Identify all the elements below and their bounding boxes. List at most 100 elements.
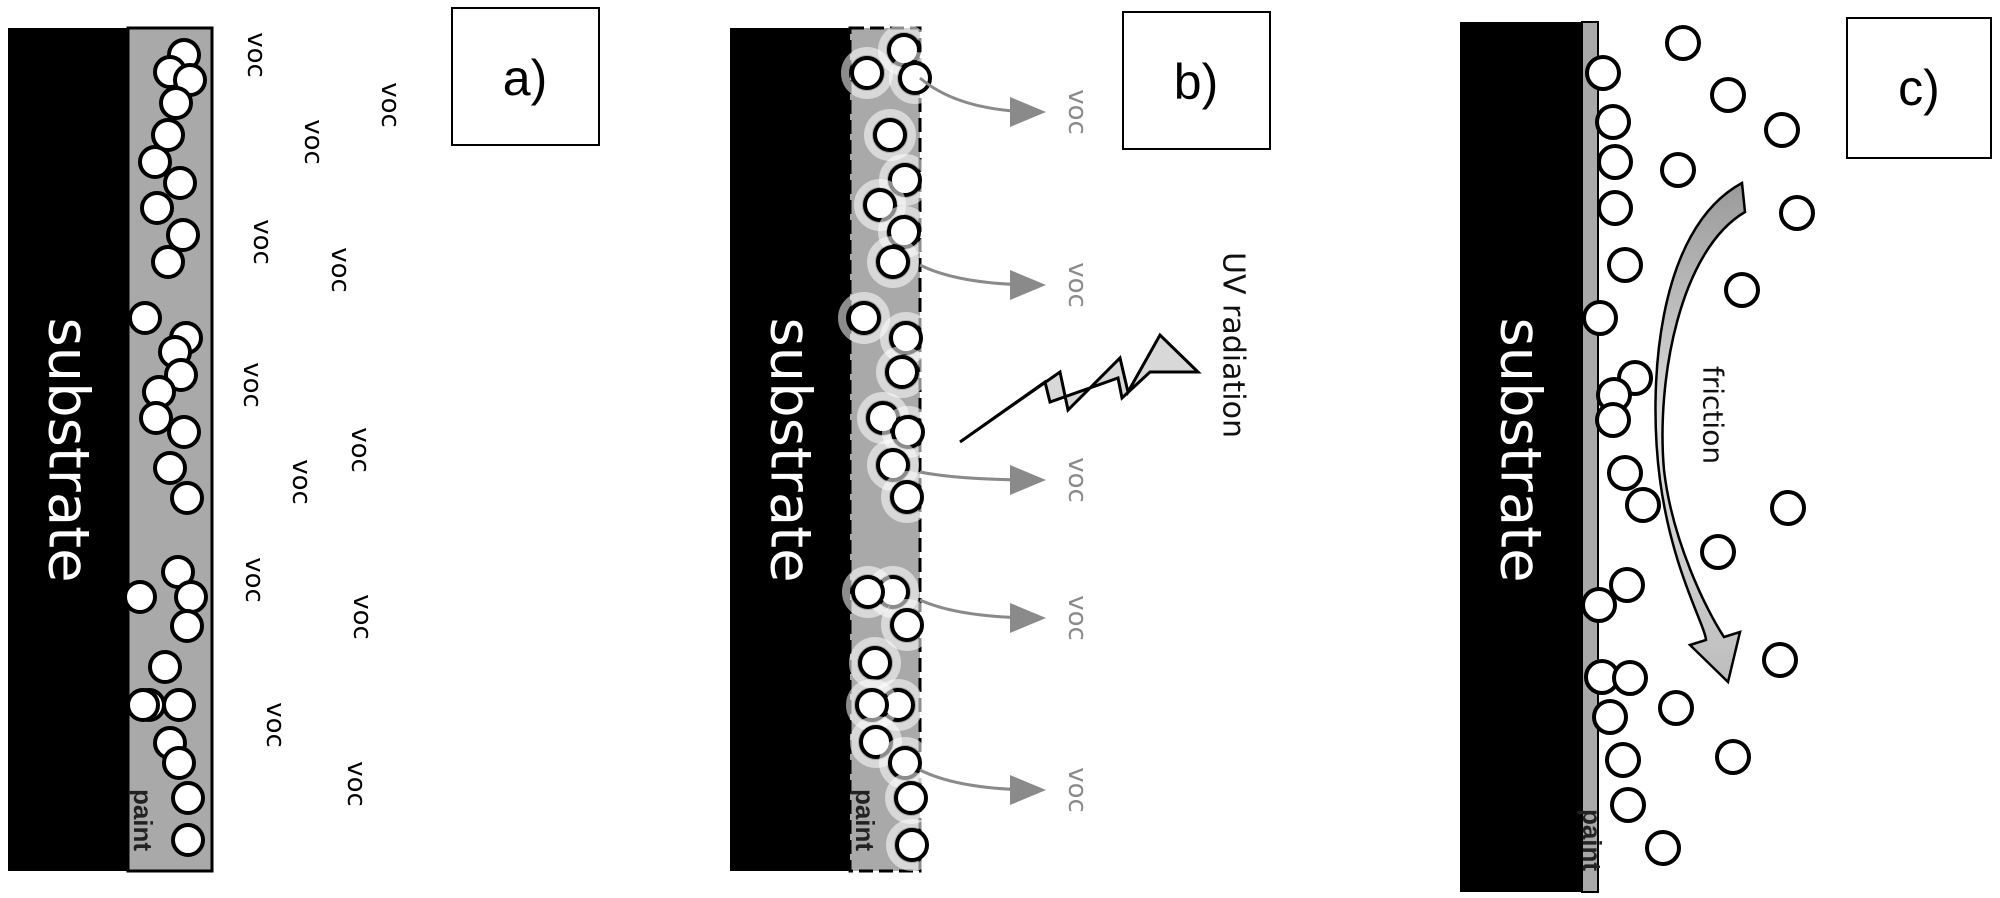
particle [1770, 490, 1806, 526]
particle [850, 56, 884, 90]
particle [163, 166, 197, 200]
voc-label: voc [1062, 262, 1092, 308]
particle [881, 599, 933, 651]
lightning-bolt-icon [959, 332, 1202, 444]
particle [889, 52, 941, 104]
particle [162, 688, 196, 722]
particle [1592, 699, 1628, 735]
voc-label: voc [341, 761, 371, 807]
particle [139, 401, 173, 435]
particle [128, 301, 162, 335]
particle [841, 47, 893, 99]
particle [1645, 830, 1681, 866]
particle [847, 301, 881, 335]
voc-label: voc [237, 362, 267, 408]
particle [894, 781, 928, 815]
particle [166, 218, 200, 252]
particles-b [838, 24, 941, 871]
voc-label: voc [241, 32, 271, 78]
emission-arrow [919, 768, 1046, 805]
paint-label: paint [128, 789, 158, 851]
particle [1597, 144, 1633, 180]
particle [138, 145, 172, 179]
particle [1625, 487, 1661, 523]
particle [890, 480, 924, 514]
panel-label-box [1122, 11, 1271, 150]
particle [842, 566, 894, 618]
particle [151, 245, 185, 279]
substrate-block [1460, 22, 1582, 892]
particle [1715, 739, 1751, 775]
particle [1700, 534, 1736, 570]
particle [1585, 55, 1621, 91]
particle [148, 650, 182, 684]
voc-label: voc [347, 594, 377, 640]
voc-label: voc [375, 82, 405, 128]
emission-arrow [919, 263, 1046, 300]
panel-label: b) [1174, 54, 1218, 110]
voc-label: voc [286, 459, 316, 505]
particle [1609, 567, 1645, 603]
particle [140, 191, 174, 225]
emission-arrow [919, 76, 1046, 127]
particle [1582, 300, 1618, 336]
paint-label: paint [850, 789, 880, 851]
particle [174, 580, 208, 614]
particle [864, 109, 916, 161]
particle [170, 481, 204, 515]
particle [1595, 104, 1631, 140]
particle [1595, 402, 1631, 438]
particle [876, 346, 928, 398]
voc-label: voc [345, 427, 375, 473]
particle [1710, 77, 1746, 113]
particle [873, 118, 907, 152]
particle [886, 819, 938, 871]
friction-label: friction [1697, 366, 1730, 464]
voc-label: voc [325, 247, 355, 293]
paint-layer [1581, 21, 1599, 893]
friction-arrow-icon [1654, 181, 1747, 685]
particle [855, 688, 889, 722]
particle [895, 828, 929, 862]
particle [867, 236, 919, 288]
particle [1581, 587, 1617, 623]
particle [867, 439, 919, 491]
particle [126, 688, 160, 722]
panel-label-box [1846, 17, 1992, 159]
particle [1660, 152, 1696, 188]
particle [1779, 195, 1815, 231]
panel-label-box [451, 7, 600, 146]
particle [1665, 25, 1701, 61]
substrate-label: substrate [1488, 317, 1553, 582]
particle [838, 292, 890, 344]
particle [1762, 642, 1798, 678]
particle [898, 61, 932, 95]
panel-label: c) [1898, 60, 1940, 116]
particle [159, 86, 193, 120]
particle [1605, 742, 1641, 778]
uv-radiation-label: UV radiation [1216, 252, 1251, 438]
particle [890, 608, 924, 642]
particle [153, 451, 187, 485]
particles-a [123, 38, 208, 857]
particle [162, 746, 196, 780]
particle [1607, 247, 1643, 283]
substrate-block [8, 28, 128, 871]
voc-label: voc [260, 702, 290, 748]
voc-label: voc [1062, 89, 1092, 135]
particle [1607, 455, 1643, 491]
particle [876, 245, 910, 279]
paint-label: paint [1577, 809, 1607, 871]
particle [1724, 272, 1760, 308]
voc-label: voc [247, 219, 277, 265]
particle [1597, 190, 1633, 226]
particle [123, 580, 157, 614]
particle [881, 471, 933, 523]
particle [164, 358, 198, 392]
particle [1764, 112, 1800, 148]
particle [851, 575, 885, 609]
